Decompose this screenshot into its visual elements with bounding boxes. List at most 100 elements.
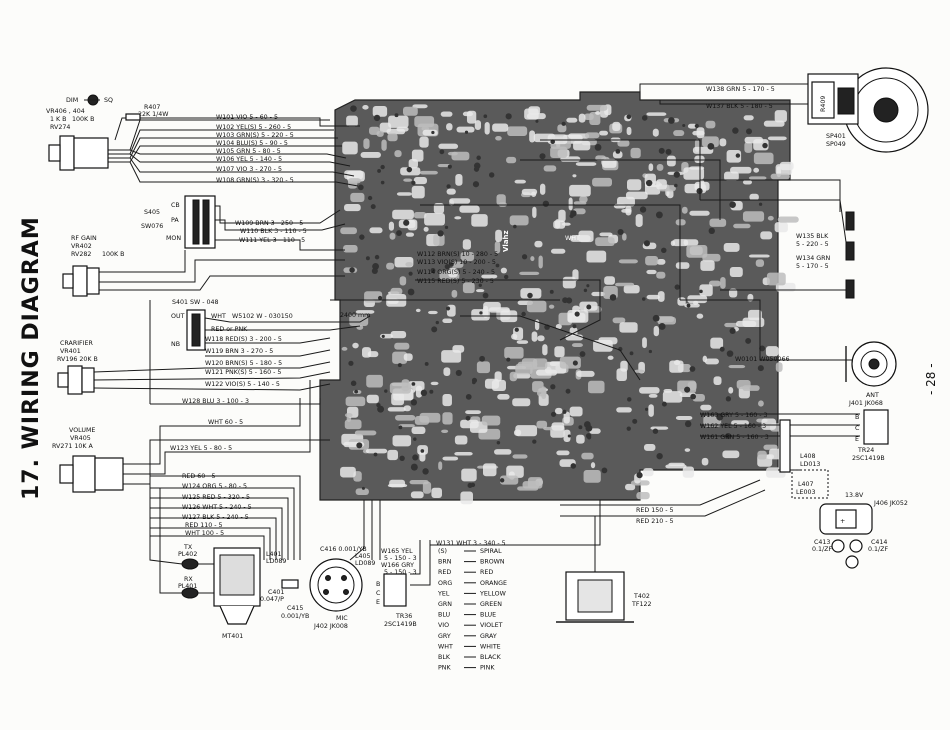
legend-name: BLUE [480,612,496,619]
rfgain-label: RF GAIN [71,235,97,242]
legend-name: RED [480,569,493,576]
j401-label: J401 JK068 [848,400,883,407]
tx-rx-lamps: TX PL402 RX PL401 [178,544,215,599]
le003-label: LE003 [796,489,816,496]
wire-label-w109: W109 BRN 3 - 250 - 5 [235,220,303,227]
wire-label-left-7: W108 GRN(S) 3 - 320 - 5 [216,177,294,184]
ld013-label: LD013 [800,461,820,468]
legend-code: ORG [438,580,452,587]
l405-code: LD089 [355,560,375,567]
legend-code: BLU [438,612,451,619]
page-title: 17. WIRING DIAGRAM [19,216,44,500]
r409-resistor [811,81,835,119]
pcb-board: Vlahz WHT 2400 mm [319,91,799,505]
wire-label-tx-5: RED 110 - 5 [185,522,223,529]
tr36-pin-e: E [376,599,380,606]
w163-label: W163 GRY 5 - 160 - 3 [700,412,768,419]
wire-label-tx-3: W126 WHT 5 - 240 - 5 [182,504,252,511]
wire-labels-s401: WHT W5102 W - 030150 RED or PNK W118 RED… [182,313,293,405]
tr36-transistor: B C E TR36 2SC1419B [376,573,417,628]
rv282-value: 100K B [102,251,124,258]
wire-label-left-2: W103 GRN(S) 5 - 220 - 5 [216,132,294,139]
ld089-label: LD089 [266,558,286,565]
wire-label-left-5: W106 YEL 5 - 140 - 5 [216,156,282,163]
w165-value: 5 - 150 - 3 [384,555,417,562]
legend-code: PNK [438,665,452,672]
vr406-shaft [48,144,61,162]
c413-label: C413 [814,539,830,546]
vr401-label: VR401 [60,348,81,355]
wire-label-tx-1: W124 ORG 5 - 80 - 5 [182,483,247,490]
w166-label: W166 GRY [381,562,414,569]
w137-label: W137 BLK 5 - 180 - 5 [706,103,773,110]
w135-value: 5 - 220 - 5 [796,241,829,248]
c401-cap [281,579,299,589]
vr406-label: VR406 , 404 [46,108,85,115]
svg-text:+: + [840,518,845,525]
rf-gain-pot: RF GAIN VR402 RV282 100K B [62,235,124,297]
dim-label: DIM [66,97,78,104]
w131-label: W131 WHT 3 - 340 - 5 [436,540,506,547]
w121-label: W121 PNK(S) 5 - 160 - 5 [205,369,281,376]
tf122-label: TF122 [631,601,652,608]
tr36-label: TR36 [395,613,412,620]
l407-label: L407 [798,481,814,488]
clarifier-pot: CRARIFIER VR401 RV196 20K B [57,340,98,395]
pl402-label: PL402 [178,551,197,558]
wire-label-tx-6: WHT 100 - 5 [185,530,224,537]
mon-label: MON [166,235,181,242]
mt401-label: MT401 [222,633,243,640]
legend-code: BRN [438,559,452,566]
legend-row: PNK PINK [438,665,495,672]
r407-resistor [125,113,141,121]
legend-name: WHITE [480,643,501,650]
pcb-traces [340,104,799,505]
rx-label: RX [184,576,193,583]
s401-switch: S401 SW - 048 OUT NB [171,299,219,351]
w120-label: W120 BRN(S) 5 - 180 - 5 [205,360,282,367]
legend-row: (S) SPIRAL [438,548,502,555]
page-number: - 28 - [924,363,938,395]
legend-name: SPIRAL [480,548,502,555]
rv271-label: RV271 10K A [52,443,94,450]
s405-body [184,195,216,249]
right-connector-blocks [779,211,855,473]
r407-label: R407 [144,104,160,111]
wire-label-left-1: W102 YEL(S) 5 - 260 - 5 [216,124,291,131]
legend-code: (S) [438,548,447,555]
v138-label: 13.8V [845,492,864,499]
pcb-wht-label: WHT [565,235,580,242]
vr402-label: VR402 [71,243,92,250]
w118-label: W118 RED(S) 3 - 200 - 5 [205,336,282,343]
c414-label: C414 [871,539,887,546]
wire-label-center-0: W112 BRN(S) 10 - 280 - 5 [417,251,498,258]
vr406-value-2: 100K B [72,116,94,123]
w119-label: W119 BRN 3 - 270 - 5 [205,348,273,355]
legend-name: YELLOW [479,590,507,597]
rv196-label: RV196 20K B [57,356,98,363]
legend-name: PINK [480,665,495,672]
w161-label: W161 GRN 5 - 160 - 3 [700,434,769,441]
w138-label: W138 GRN 5 - 170 - 5 [706,86,775,93]
t402-label: T402 [633,593,650,600]
dim-sq-pot: DIM SQ VR406 , 404 1 K B 100K B RV274 R4… [46,94,169,171]
sp049-label: SP049 [826,141,846,148]
tr24-pin-c: C [855,425,860,432]
w134-label: W134 GRN [796,255,831,262]
c414-value: 0.1/ZF [868,546,888,553]
wire-labels-volume: WHT 60 - 5 W123 YEL 5 - 80 - 5 [170,419,243,452]
out-label: OUT [171,313,185,320]
sw076-label: SW076 [141,223,163,230]
